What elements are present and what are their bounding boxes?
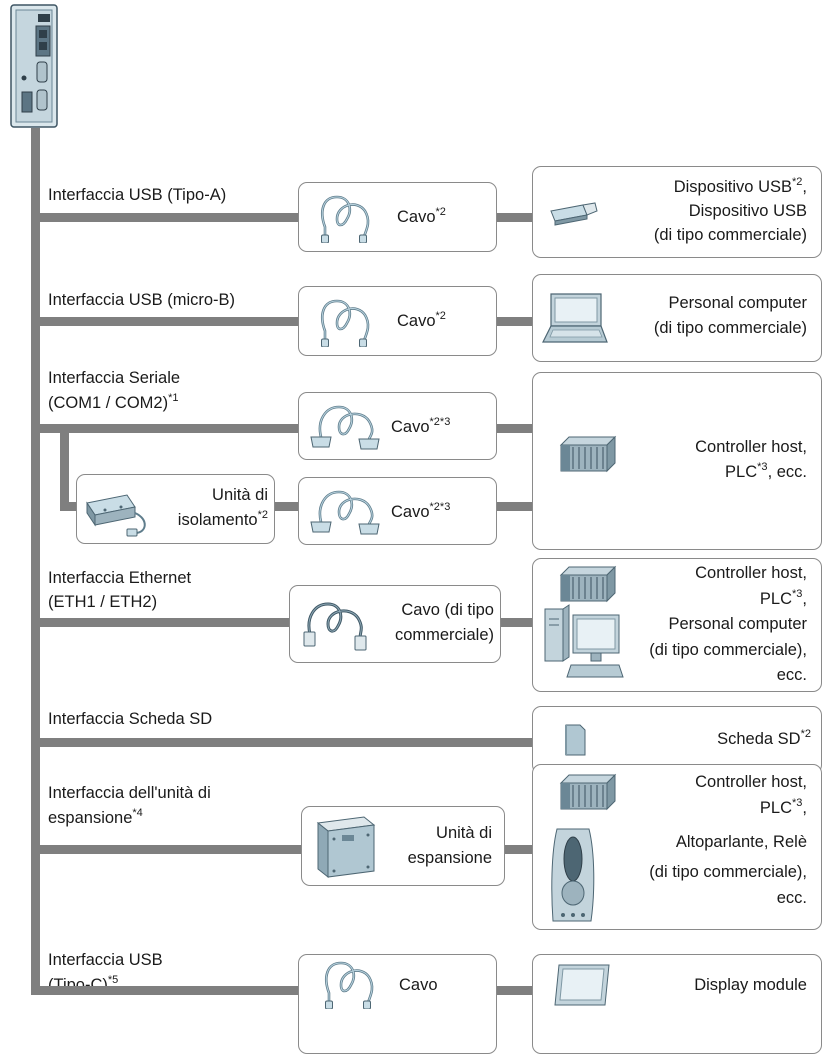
device-label-expansion: Controller host, PLC*3, Altoparlante, Re…	[649, 773, 807, 907]
label-interface-usb-micro: Interfaccia USB (micro-B)	[48, 291, 236, 309]
cable-label-usb-a: Cavo*2	[397, 206, 446, 227]
desktop-pc-icon	[544, 604, 624, 678]
branch-line-usb-micro	[36, 317, 532, 326]
branch-line-serial-isolation	[60, 502, 532, 511]
cable-label-serial-1: Cavo*2*3	[391, 416, 451, 437]
plc-icon	[557, 563, 617, 603]
isolation-unit-box: Unità di isolamento*2	[76, 474, 275, 544]
usb-stick-icon	[550, 202, 598, 226]
branch-line-expansion	[36, 845, 532, 854]
isolation-unit-label: Unità di isolamento*2	[177, 486, 268, 529]
ethernet-cable-icon	[303, 602, 367, 651]
laptop-icon	[539, 289, 609, 347]
branch-line-serial	[36, 424, 532, 433]
device-label-usb-a: Dispositivo USB*2, Dispositivo USB (di t…	[653, 176, 807, 245]
main-trunk-line	[31, 128, 40, 995]
branch-line-usb-a	[36, 213, 532, 222]
device-box-usb-a: Dispositivo USB*2, Dispositivo USB (di t…	[532, 166, 822, 258]
cable-box-serial-2: Cavo*2*3	[298, 477, 497, 545]
serial-cable-icon	[307, 403, 387, 453]
device-label-sd: Scheda SD*2	[717, 728, 811, 749]
expansion-unit-box: Unità di espansione	[301, 806, 505, 886]
cable-box-usb-a: Cavo*2	[298, 182, 497, 252]
device-label-ethernet: Controller host, PLC*3, Personal compute…	[649, 564, 807, 684]
cable-box-usb-c: Cavo	[298, 954, 497, 1054]
cable-label-ethernet: Cavo (di tipo commerciale)	[394, 601, 494, 644]
display-module-icon	[554, 964, 610, 1006]
branch-line-serial-isolation-vertical	[60, 428, 69, 511]
serial-cable-icon	[307, 488, 387, 538]
cable-label-serial-2: Cavo*2*3	[391, 501, 451, 522]
expansion-unit-icon	[316, 816, 376, 879]
device-label-pc: Personal computer (di tipo commerciale)	[653, 294, 807, 337]
cable-label-usb-c: Cavo	[399, 976, 438, 994]
device-label-serial: Controller host, PLC*3, ecc.	[695, 438, 807, 481]
connection-diagram: Interfaccia USB (Tipo-A) Cavo*2 Disposit…	[10, 4, 822, 1054]
isolation-unit-icon	[86, 494, 146, 537]
usb-cable-icon	[309, 297, 379, 347]
branch-line-usb-c	[36, 986, 532, 995]
device-box-ethernet: Controller host, PLC*3, Personal compute…	[532, 558, 822, 692]
plc-icon	[557, 771, 617, 811]
sd-card-icon	[565, 724, 586, 756]
label-interface-expansion: Interfaccia dell'unità di espansione*4	[48, 784, 211, 827]
label-interface-usb-a: Interfaccia USB (Tipo-A)	[48, 186, 227, 204]
device-box-display-module: Display module	[532, 954, 822, 1054]
expansion-unit-label: Unità di espansione	[407, 824, 492, 867]
cable-box-serial-1: Cavo*2*3	[298, 392, 497, 460]
branch-line-sd	[36, 738, 532, 747]
cable-label-usb-micro: Cavo*2	[397, 310, 446, 331]
label-interface-serial: Interfaccia Seriale (COM1 / COM2)*1	[48, 369, 181, 412]
cable-box-ethernet: Cavo (di tipo commerciale)	[289, 585, 501, 663]
plc-icon	[557, 433, 617, 473]
branch-line-ethernet	[36, 618, 532, 627]
label-interface-ethernet: Interfaccia Ethernet (ETH1 / ETH2)	[48, 569, 192, 611]
device-box-pc: Personal computer (di tipo commerciale)	[532, 274, 822, 362]
label-interface-sd: Interfaccia Scheda SD	[48, 710, 213, 728]
usb-cable-icon	[309, 193, 379, 243]
device-box-serial: Controller host, PLC*3, ecc.	[532, 372, 822, 550]
hmi-device-icon	[10, 4, 58, 128]
usb-cable-icon	[313, 959, 383, 1009]
device-label-display-module: Display module	[694, 976, 807, 994]
speaker-icon	[551, 828, 595, 922]
device-box-expansion: Controller host, PLC*3, Altoparlante, Re…	[532, 764, 822, 930]
cable-box-usb-micro: Cavo*2	[298, 286, 497, 356]
